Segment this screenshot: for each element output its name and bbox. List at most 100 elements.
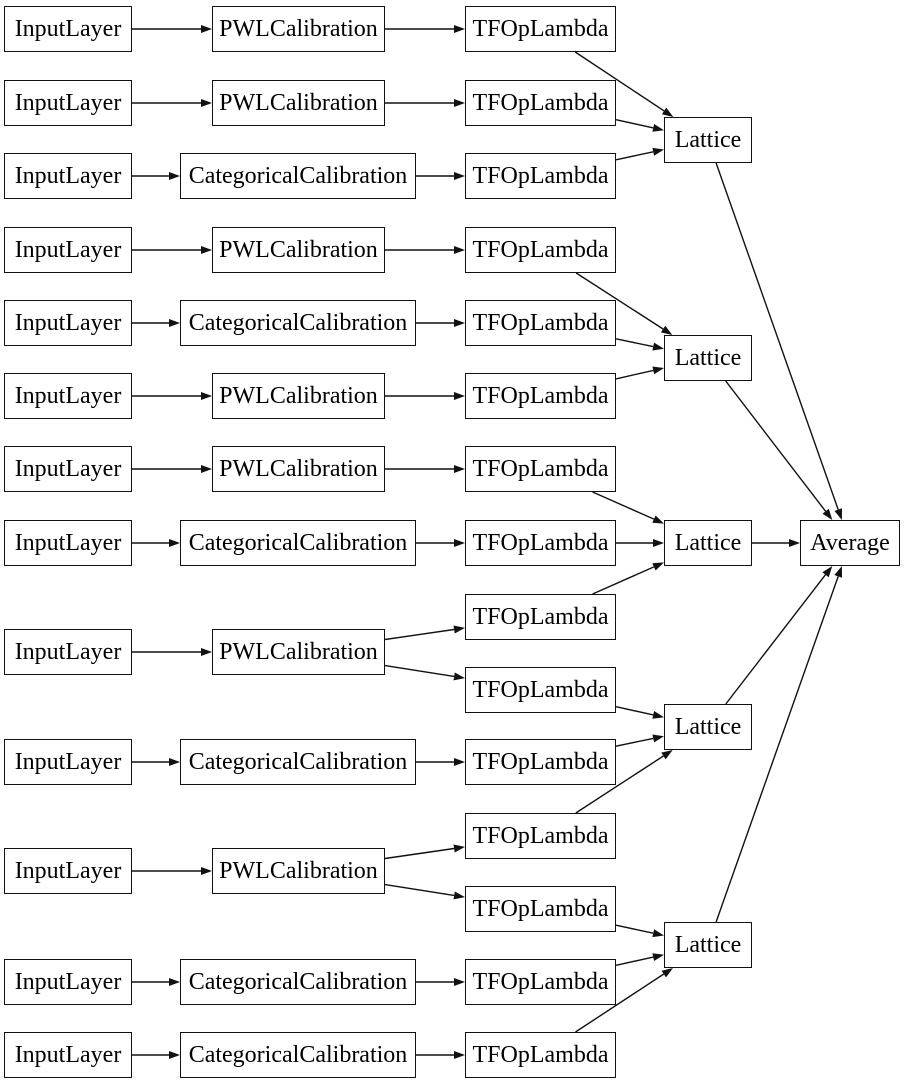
arrowhead — [201, 99, 212, 107]
edge-tf9-lat3 — [592, 562, 664, 595]
edge-il12-cat5 — [132, 978, 180, 986]
arrowhead — [652, 124, 664, 132]
node-tfoplambda-tf4: TFOpLambda — [465, 227, 616, 273]
node-inputlayer-il5: InputLayer — [4, 300, 132, 346]
node-tfoplambda-tf15: TFOpLambda — [465, 1032, 616, 1078]
node-tfoplambda-tf5: TFOpLambda — [465, 300, 616, 346]
arrowhead — [789, 539, 800, 547]
node-inputlayer-il12: InputLayer — [4, 959, 132, 1005]
arrowhead — [453, 625, 465, 634]
arrowhead — [661, 750, 673, 760]
arrowhead — [652, 953, 664, 961]
node-tfoplambda-tf12: TFOpLambda — [465, 813, 616, 859]
edge-tf8-lat3 — [616, 539, 664, 547]
edge-tf7-lat3 — [592, 491, 664, 524]
arrowhead — [834, 566, 842, 578]
arrowhead — [453, 891, 465, 900]
edge-tf6-lat2 — [615, 366, 664, 380]
edge-pwl4-tf6 — [385, 392, 465, 400]
arrowhead — [661, 107, 674, 117]
arrowhead — [660, 325, 673, 335]
arrowhead — [454, 539, 465, 547]
edge-tf15-lat5 — [575, 968, 673, 1033]
edge-pwl6-tf9 — [384, 625, 465, 641]
node-tfoplambda-tf1: TFOpLambda — [465, 6, 616, 52]
node-inputlayer-il8: InputLayer — [4, 520, 132, 566]
edge-il11-pwl7 — [132, 867, 212, 875]
edge-pwl7-tf12 — [384, 844, 465, 860]
arrowhead — [454, 246, 465, 254]
arrowhead — [652, 366, 664, 375]
edge-tf13-lat5 — [615, 924, 664, 938]
node-categoricalcalibration-cat1: CategoricalCalibration — [180, 153, 416, 199]
edge-il10-cat4 — [132, 758, 180, 766]
edge-lat3-avg — [752, 539, 800, 547]
node-inputlayer-il9: InputLayer — [4, 629, 132, 675]
edge-pwl7-tf13 — [384, 883, 465, 900]
edge-cat2-tf5 — [416, 319, 465, 327]
arrowhead — [201, 465, 212, 473]
edge-pwl5-tf7 — [385, 465, 465, 473]
edge-tf4-lat2 — [575, 272, 673, 335]
node-inputlayer-il10: InputLayer — [4, 739, 132, 785]
edge-il13-cat6 — [132, 1051, 180, 1059]
edge-tf5-lat2 — [615, 338, 664, 351]
edge-tf10-lat4 — [615, 706, 664, 719]
arrowhead — [661, 968, 673, 978]
node-pwlcalibration-pwl6: PWLCalibration — [212, 629, 385, 675]
node-lattice-lat2: Lattice — [664, 335, 752, 381]
node-tfoplambda-tf2: TFOpLambda — [465, 80, 616, 126]
arrowhead — [454, 392, 465, 400]
arrowhead — [169, 539, 180, 547]
edge-il4-pwl3 — [132, 246, 212, 254]
arrowhead — [453, 672, 465, 681]
arrowhead — [454, 758, 465, 766]
arrowhead — [201, 25, 212, 33]
edge-tf1-lat1 — [574, 51, 674, 117]
arrowhead — [653, 539, 664, 547]
arrowhead — [454, 978, 465, 986]
node-tfoplambda-tf11: TFOpLambda — [465, 739, 616, 785]
node-lattice-lat5: Lattice — [664, 922, 752, 968]
node-tfoplambda-tf14: TFOpLambda — [465, 959, 616, 1005]
arrowhead — [652, 711, 664, 719]
edge-tf11-lat4 — [615, 734, 664, 747]
edge-pwl3-tf4 — [385, 246, 465, 254]
arrowhead — [822, 508, 833, 520]
arrowhead — [454, 172, 465, 180]
node-tfoplambda-tf13: TFOpLambda — [465, 886, 616, 932]
arrowhead — [169, 319, 180, 327]
arrowhead — [169, 978, 180, 986]
node-pwlcalibration-pwl1: PWLCalibration — [212, 6, 385, 52]
arrowhead — [454, 99, 465, 107]
node-tfoplambda-tf7: TFOpLambda — [465, 446, 616, 492]
node-average-avg: Average — [800, 520, 900, 566]
arrowhead — [652, 147, 664, 156]
arrowhead — [652, 562, 664, 571]
edge-il6-pwl4 — [132, 392, 212, 400]
edge-lat5-avg — [715, 566, 842, 923]
node-lattice-lat3: Lattice — [664, 520, 752, 566]
edge-tf2-lat1 — [615, 119, 664, 132]
edge-pwl2-tf2 — [385, 99, 465, 107]
edge-il3-cat1 — [132, 172, 180, 180]
node-tfoplambda-tf6: TFOpLambda — [465, 373, 616, 419]
node-tfoplambda-tf8: TFOpLambda — [465, 520, 616, 566]
edge-lat2-avg — [725, 380, 833, 520]
node-inputlayer-il6: InputLayer — [4, 373, 132, 419]
node-inputlayer-il13: InputLayer — [4, 1032, 132, 1078]
node-inputlayer-il3: InputLayer — [4, 153, 132, 199]
node-categoricalcalibration-cat6: CategoricalCalibration — [180, 1032, 416, 1078]
arrowhead — [201, 392, 212, 400]
edge-tf12-lat4 — [575, 750, 673, 814]
node-inputlayer-il11: InputLayer — [4, 848, 132, 894]
edge-tf14-lat5 — [615, 953, 664, 966]
arrowhead — [201, 867, 212, 875]
edge-cat3-tf8 — [416, 539, 465, 547]
arrowhead — [822, 566, 833, 578]
node-categoricalcalibration-cat2: CategoricalCalibration — [180, 300, 416, 346]
arrowhead — [169, 172, 180, 180]
node-pwlcalibration-pwl5: PWLCalibration — [212, 446, 385, 492]
